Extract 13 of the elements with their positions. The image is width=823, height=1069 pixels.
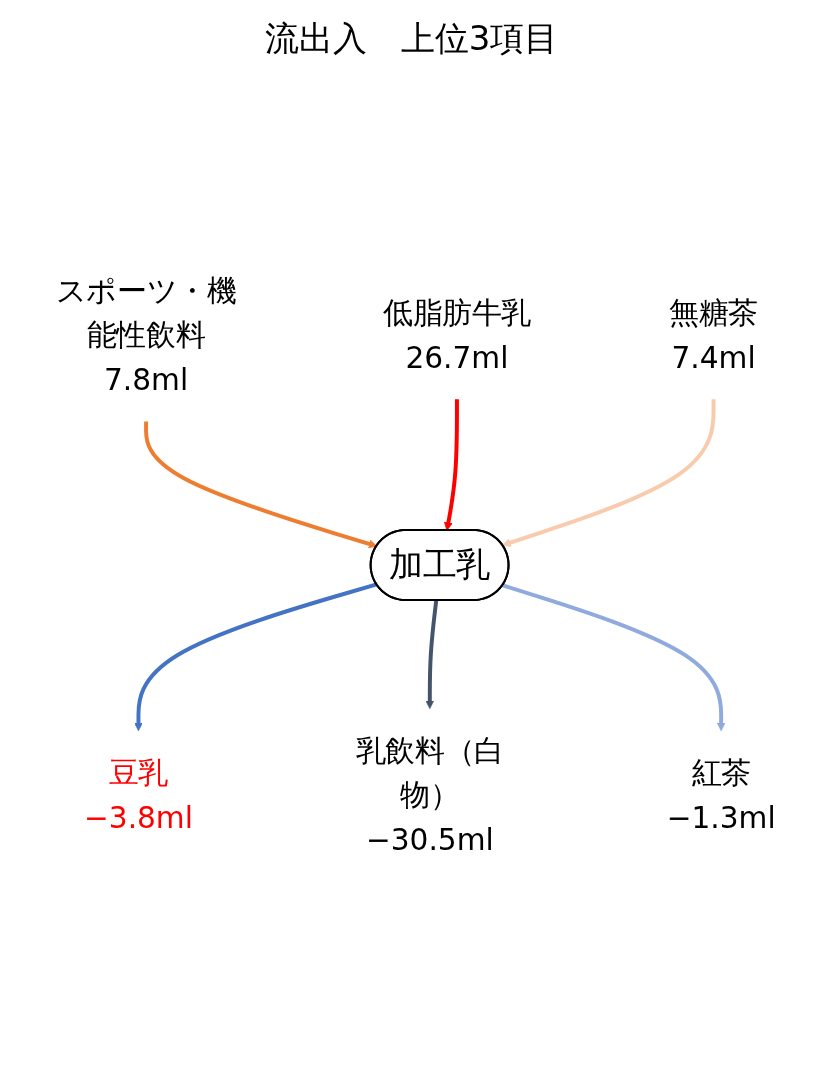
node-text: 無糖茶 7.4ml: [669, 295, 758, 375]
diagram-title: 流出入 上位3項目: [263, 17, 560, 60]
arrow: [134, 582, 378, 732]
arrow: [502, 583, 726, 732]
node-text: 豆乳 −3.8ml: [83, 755, 193, 835]
arrow: [144, 421, 378, 549]
node-text: スポーツ・機能性飲料 7.8ml: [55, 273, 237, 397]
node-text: 紅茶 −1.3ml: [666, 755, 776, 835]
arrow: [502, 399, 716, 547]
arrow: [444, 399, 459, 531]
node-text: 低脂肪牛乳 26.7ml: [382, 295, 531, 375]
node-text: 乳飲料（白物） −30.5ml: [355, 733, 504, 857]
arrow: [425, 600, 439, 709]
